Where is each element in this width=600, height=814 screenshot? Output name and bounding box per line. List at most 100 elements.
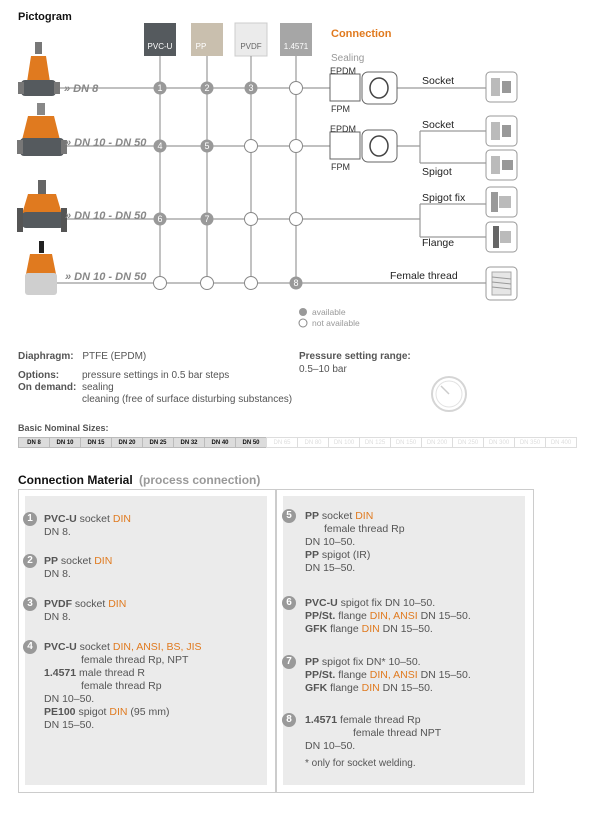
- unavailable-node: [244, 276, 258, 290]
- text: DN 10–50.: [305, 740, 356, 752]
- oring-icon: [369, 77, 389, 99]
- sealing-label: Sealing: [331, 53, 364, 64]
- text: DN 8.: [44, 611, 71, 623]
- material: PVDF: [44, 598, 73, 610]
- size-off: DN 65: [266, 437, 298, 448]
- available-node: [153, 212, 167, 226]
- text: spigot: [75, 706, 110, 718]
- demand-value: cleaning (free of surface disturbing sub…: [82, 394, 293, 405]
- pictogram-diagram: Pictogram PVC-U PP PVDF 1.4571 Connectio…: [17, 11, 518, 412]
- material-box-pvdf: [234, 22, 268, 57]
- valve-flange-icon: [17, 180, 67, 232]
- text: female thread Rp: [337, 714, 421, 726]
- text: DN 15–50.: [417, 610, 471, 622]
- size-on: DN 32: [173, 437, 205, 448]
- unavailable-node: [289, 81, 303, 95]
- text: socket: [58, 555, 95, 567]
- spigot-fix-icon: [485, 186, 518, 218]
- connection-label: Female thread: [390, 270, 458, 282]
- cm-heading: Connection Material (process connection): [18, 473, 260, 487]
- material: PP/St.: [305, 610, 336, 622]
- entry-number: 1: [23, 512, 37, 526]
- text: DN 15–50.: [417, 669, 471, 681]
- text: socket: [76, 641, 113, 653]
- legend-not-available: not available: [312, 318, 360, 328]
- size-off: DN 125: [359, 437, 391, 448]
- text: spigot (IR): [319, 549, 371, 561]
- entry-4: PVC-U socket DIN, ANSI, BS, JIS female t…: [44, 641, 202, 732]
- entry-number: 3: [23, 597, 37, 611]
- pressure-gauge-icon: [431, 376, 467, 412]
- available-node: [200, 139, 214, 153]
- text: male thread R: [76, 667, 145, 679]
- pictogram-title: Pictogram: [18, 11, 72, 23]
- available-node: [153, 139, 167, 153]
- entry-1: PVC-U socket DIN DN 8.: [44, 513, 131, 539]
- entry-number: 8: [282, 713, 296, 727]
- row-label: » DN 10 - DN 50: [65, 271, 147, 283]
- entry-number: 4: [23, 640, 37, 654]
- size-on: DN 10: [49, 437, 81, 448]
- text: flange: [335, 610, 370, 622]
- row-label: » DN 8: [64, 83, 99, 95]
- material: PP/St.: [305, 669, 336, 681]
- seal-ring-box: [361, 129, 398, 163]
- size-off: DN 350: [514, 437, 546, 448]
- pressure-value: 0.5–10 bar: [299, 364, 347, 375]
- connection-label: Flange: [422, 237, 454, 249]
- connection-label: Spigot: [422, 166, 452, 178]
- size-off: DN 80: [297, 437, 329, 448]
- size-on: DN 25: [142, 437, 174, 448]
- female-thread-icon: [485, 266, 518, 301]
- size-off: DN 300: [483, 437, 515, 448]
- material-label: 1.4571: [284, 42, 309, 51]
- entry-number: 7: [282, 655, 296, 669]
- node-number: 7: [204, 214, 209, 224]
- node-number: 4: [157, 141, 162, 151]
- text: socket: [72, 598, 109, 610]
- seal-box: [329, 131, 361, 160]
- material-box-pp: [191, 23, 223, 56]
- cm-left-box: [25, 496, 267, 785]
- grid-lines: [40, 56, 488, 284]
- diaphragm-value: PTFE (EPDM): [82, 351, 147, 362]
- legend-available: available: [312, 307, 346, 317]
- row-label: » DN 10 - DN 50: [65, 137, 147, 149]
- material: PVC-U: [305, 597, 338, 609]
- text: spigot fix DN* 10–50.: [319, 656, 421, 668]
- node-number: 3: [248, 83, 253, 93]
- unavailable-node: [200, 276, 214, 290]
- node-number: 5: [204, 141, 209, 151]
- available-node: [200, 81, 214, 95]
- node-number: 2: [204, 83, 209, 93]
- pressure-label: Pressure setting range:: [299, 351, 411, 362]
- text: DN 10–50.: [305, 536, 356, 548]
- valve-dn50-icon: [17, 103, 67, 156]
- text: socket: [76, 513, 113, 525]
- size-off: DN 150: [390, 437, 422, 448]
- material: PP: [305, 510, 320, 522]
- socket-icon: [485, 115, 518, 147]
- cm-subtitle: (process connection): [139, 473, 261, 487]
- available-node: [244, 81, 258, 95]
- size-on: DN 40: [204, 437, 236, 448]
- text: DN 15–50.: [379, 682, 433, 694]
- material: PP: [44, 555, 59, 567]
- standard: DIN: [361, 682, 380, 694]
- size-off: DN 100: [328, 437, 360, 448]
- node-number: 8: [293, 278, 298, 288]
- entry-number: 5: [282, 509, 296, 523]
- standard: DIN: [112, 513, 131, 525]
- seal-epdm: EPDM: [330, 124, 356, 134]
- entry-3: PVDF socket DIN DN 8.: [44, 598, 126, 624]
- text: DN 15–50.: [44, 719, 95, 731]
- valve-stainless-icon: [25, 241, 57, 295]
- oring-icon: [369, 135, 389, 157]
- size-on: DN 20: [111, 437, 143, 448]
- entry-5: PP socket DIN female thread Rp DN 10–50.…: [305, 510, 405, 575]
- text: (95 mm): [127, 706, 170, 718]
- nominal-sizes-bar: DN 8 DN 10 DN 15 DN 20 DN 25 DN 32 DN 40…: [18, 437, 577, 448]
- node-number: 6: [157, 214, 162, 224]
- unavailable-node: [244, 139, 258, 153]
- flange-icon: [485, 221, 518, 253]
